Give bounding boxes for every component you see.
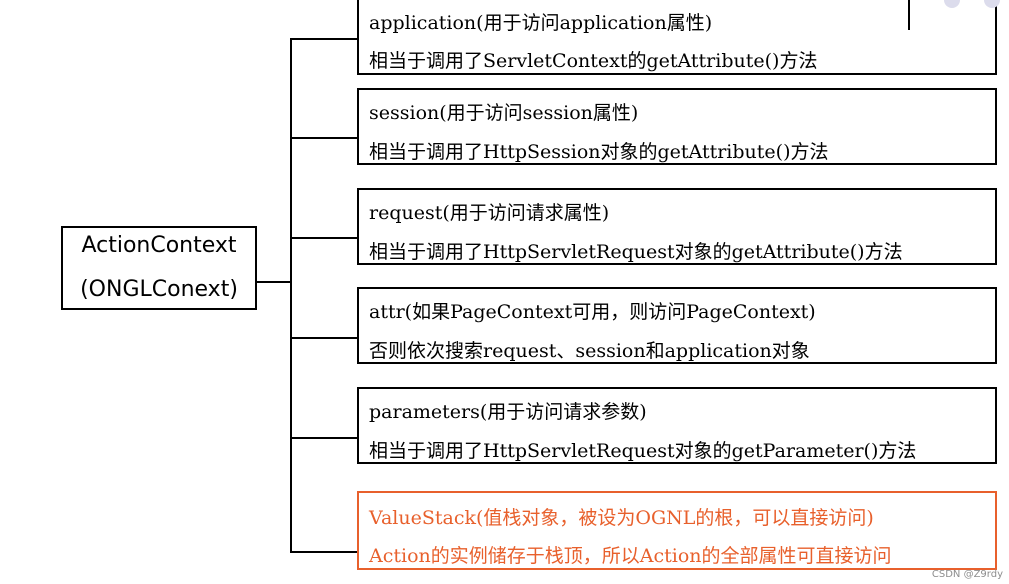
root-connector [257,281,291,283]
node-attr: attr(如果PageContext可用，则访问PageContext) 否则依… [357,287,997,364]
node-session-line2: 相当于调用了HttpSession对象的getAttribute()方法 [369,141,829,163]
branch-connector [290,38,358,40]
root-node: ActionContext (ONGLConext) [61,226,257,310]
node-application-line2: 相当于调用了ServletContext的getAttribute()方法 [369,50,818,72]
branch-connector [290,337,358,339]
node-valuestack-line1: ValueStack(值栈对象，被设为OGNL的根，可以直接访问) [369,507,874,529]
node-application: application(用于访问application属性) 相当于调用了Ser… [357,0,997,75]
node-session-line1: session(用于访问session属性) [369,102,639,124]
root-subtitle: (ONGLConext) [80,277,238,302]
node-parameters-line1: parameters(用于访问请求参数) [369,401,647,423]
branch-connector [290,237,358,239]
node-request-line2: 相当于调用了HttpServletRequest对象的getAttribute(… [369,241,903,263]
cropped-dot [944,0,960,8]
trunk-line [290,38,292,553]
watermark: CSDN @Z9rdy [931,569,1003,580]
node-attr-line2: 否则依次搜索request、session和application对象 [369,340,810,362]
branch-connector [290,551,358,553]
root-title: ActionContext [81,233,237,258]
node-valuestack: ValueStack(值栈对象，被设为OGNL的根，可以直接访问) Action… [357,491,997,570]
node-parameters-line2: 相当于调用了HttpServletRequest对象的getParameter(… [369,440,917,462]
cropped-dot [984,0,1000,8]
branch-connector [290,437,358,439]
node-session: session(用于访问session属性) 相当于调用了HttpSession… [357,88,997,165]
node-parameters: parameters(用于访问请求参数) 相当于调用了HttpServletRe… [357,387,997,464]
node-request: request(用于访问请求属性) 相当于调用了HttpServletReque… [357,188,997,265]
cropped-divider [908,0,910,30]
node-attr-line1: attr(如果PageContext可用，则访问PageContext) [369,301,816,323]
node-application-line1: application(用于访问application属性) [369,12,713,34]
node-valuestack-line2: Action的实例储存于栈顶，所以Action的全部属性可直接访问 [369,545,892,567]
branch-connector [290,137,358,139]
node-request-line1: request(用于访问请求属性) [369,202,610,224]
